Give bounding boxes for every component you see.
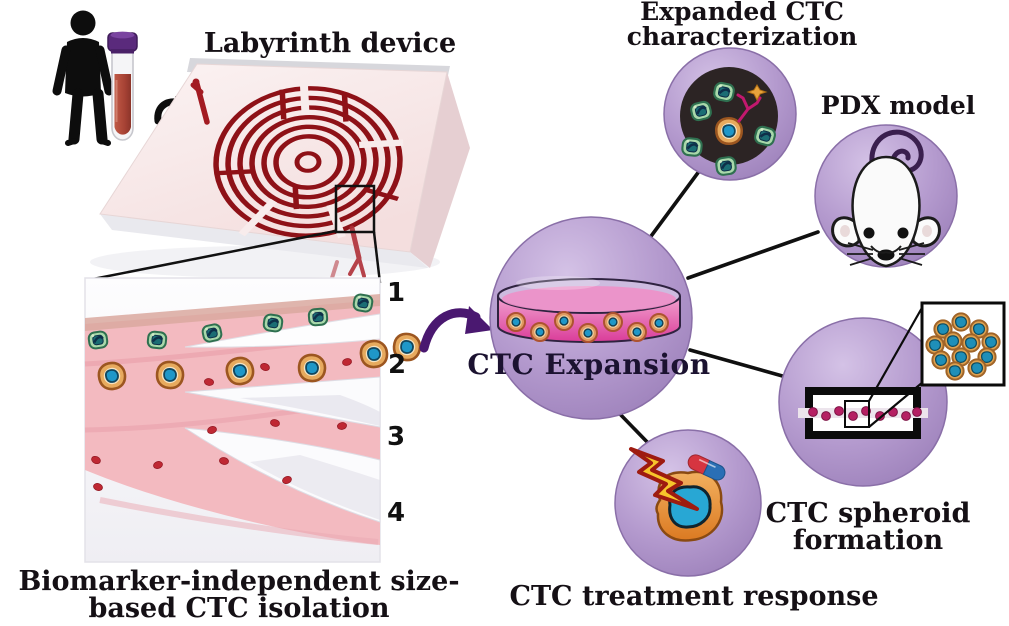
ctc-expansion-label: CTC Expansion bbox=[467, 348, 710, 381]
spheroid-caption-line1: CTC spheroid bbox=[766, 498, 971, 529]
characterization-caption-line2: characterization bbox=[627, 22, 858, 51]
lightning-bolt-icon bbox=[629, 447, 699, 511]
treatment-caption: CTC treatment response bbox=[509, 581, 878, 612]
outlet-divider-1 bbox=[184, 313, 381, 348]
connector-expansion-spheroid bbox=[688, 348, 788, 379]
callout-line-left bbox=[87, 229, 337, 282]
outlet-label-2: 2 bbox=[388, 350, 406, 380]
spheroid-callout-box bbox=[844, 400, 870, 428]
isolation-caption-line1: Biomarker-independent size- bbox=[18, 566, 459, 597]
connector-expansion-pdx bbox=[686, 230, 820, 280]
labyrinth-device-title: Labyrinth device bbox=[204, 28, 456, 59]
petri-dish-icon bbox=[497, 276, 681, 343]
labyrinth-device bbox=[87, 58, 470, 284]
outlet-label-1: 1 bbox=[387, 278, 405, 308]
ctc-transfer-arrow-icon bbox=[419, 306, 493, 353]
antibody-probe-icon bbox=[736, 84, 768, 123]
outlet-label-4: 4 bbox=[387, 498, 405, 528]
connector-lines bbox=[616, 168, 820, 449]
outlet-callout-box bbox=[334, 184, 376, 234]
spheroid-callout-line-top bbox=[868, 305, 924, 402]
isolation-detail-panel bbox=[84, 277, 390, 563]
blood-tube-icon bbox=[107, 31, 138, 141]
characterization-caption-line1: Expanded CTC bbox=[640, 0, 844, 26]
spheroid-caption-line2: formation bbox=[793, 525, 944, 556]
spheroid-node bbox=[778, 305, 948, 487]
spheroid-device-icon bbox=[798, 387, 928, 439]
characterization-ctc-cell bbox=[714, 116, 744, 146]
isolation-caption-line2: based CTC isolation bbox=[88, 593, 389, 624]
ctc-expansion-node: CTC Expansion bbox=[467, 216, 710, 420]
patient-silhouette-icon bbox=[52, 10, 114, 146]
maze-inlet bbox=[190, 78, 210, 125]
spheroid-callout-line-bottom bbox=[868, 381, 924, 428]
mouse-icon bbox=[831, 129, 941, 268]
pdx-node bbox=[814, 124, 958, 268]
connector-expansion-treatment bbox=[616, 410, 654, 449]
connector-expansion-characterization bbox=[644, 168, 702, 245]
ctc-characterization-node bbox=[663, 47, 797, 181]
callout-line-right bbox=[372, 231, 382, 284]
pill-capsule-icon bbox=[687, 454, 726, 481]
outlet-label-3: 3 bbox=[387, 422, 405, 452]
spheroid-inset bbox=[920, 301, 1006, 387]
labyrinth-maze bbox=[213, 83, 404, 239]
pdx-caption: PDX model bbox=[821, 91, 976, 120]
treatment-node bbox=[614, 429, 762, 577]
